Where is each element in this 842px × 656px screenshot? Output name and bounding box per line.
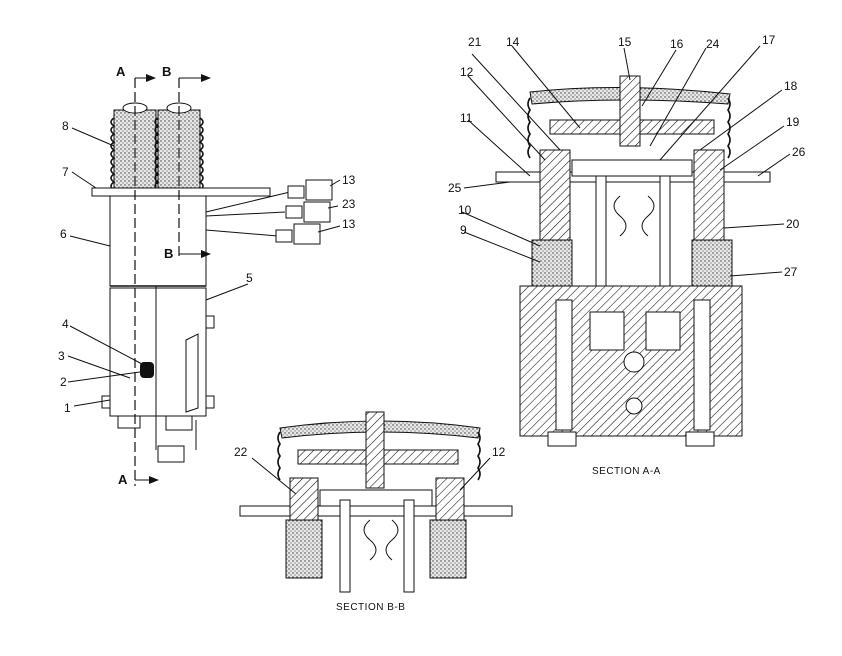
callout-10: 10 xyxy=(458,203,472,217)
external-view: A B B A xyxy=(91,64,333,487)
callout-13-bottom: 13 xyxy=(342,217,356,231)
callout-7: 7 xyxy=(62,165,69,179)
flange-plate-b xyxy=(239,505,513,517)
section-a-marker-bottom: A xyxy=(118,472,128,487)
callout-6: 6 xyxy=(60,227,67,241)
callout-23: 23 xyxy=(342,197,356,211)
callout-11: 11 xyxy=(460,111,473,125)
callout-9: 9 xyxy=(460,223,467,237)
callout-14: 14 xyxy=(506,35,520,49)
callout-13-top: 13 xyxy=(342,173,356,187)
callout-20: 20 xyxy=(786,217,800,231)
section-b-marker-top: B xyxy=(162,64,171,79)
callout-18: 18 xyxy=(784,79,798,93)
callout-5: 5 xyxy=(246,271,253,285)
callout-16: 16 xyxy=(670,37,684,51)
section-b-caption: SECTION B-B xyxy=(336,602,405,613)
callout-15: 15 xyxy=(618,35,632,49)
callout-17: 17 xyxy=(762,33,776,47)
upper-body xyxy=(109,195,207,287)
callout-25: 25 xyxy=(448,181,462,195)
callout-8: 8 xyxy=(62,119,69,133)
mounting-plate xyxy=(91,187,271,197)
callout-labels: 1 2 3 4 5 6 7 8 13 23 13 21 14 15 16 24 … xyxy=(58,33,806,459)
callout-19: 19 xyxy=(786,115,800,129)
callout-3: 3 xyxy=(58,349,65,363)
callout-21: 21 xyxy=(468,35,482,49)
callout-27: 27 xyxy=(784,265,798,279)
callout-22: 22 xyxy=(234,445,248,459)
callout-4: 4 xyxy=(62,317,69,331)
section-a-marker-top: A xyxy=(116,64,126,79)
section-b-b-view: SECTION B-B xyxy=(239,411,513,613)
callout-2: 2 xyxy=(60,375,67,389)
center-stem xyxy=(619,75,641,147)
wire-harness xyxy=(205,179,333,245)
section-a-caption: SECTION A-A xyxy=(592,466,661,477)
leader-lines xyxy=(67,45,791,495)
callout-12-b: 12 xyxy=(492,445,506,459)
valve-spool-window xyxy=(140,362,154,378)
callout-24: 24 xyxy=(706,37,720,51)
callout-12-a: 12 xyxy=(460,65,474,79)
section-b-marker-bottom: B xyxy=(164,246,173,261)
section-a-a-view: SECTION A-A xyxy=(495,75,771,477)
lower-body xyxy=(109,287,207,417)
callout-26: 26 xyxy=(792,145,806,159)
callout-1: 1 xyxy=(64,401,71,415)
